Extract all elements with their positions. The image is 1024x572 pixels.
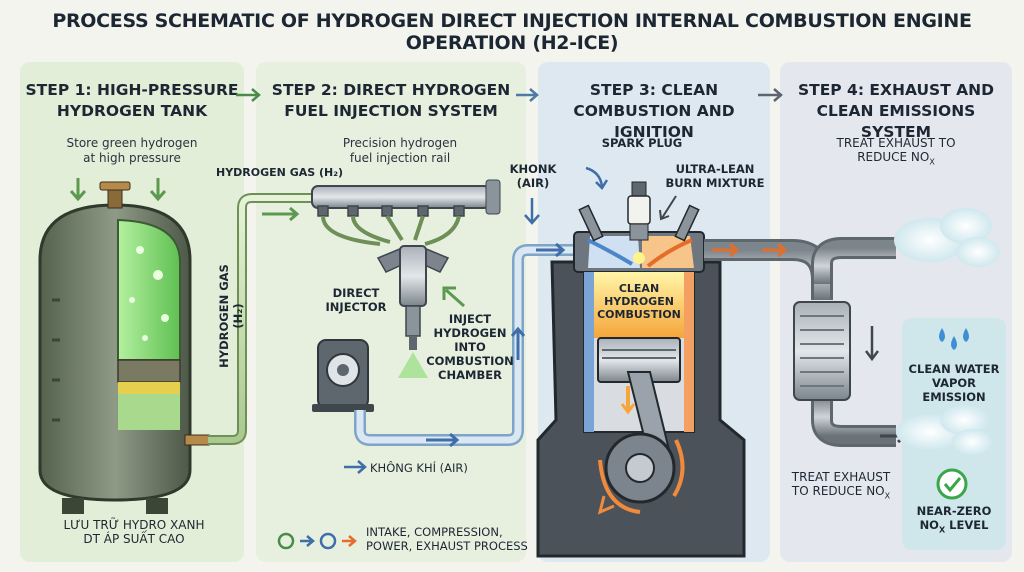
- water-drops-icon: [939, 328, 969, 350]
- spark-plug-label: SPARK PLUG: [601, 136, 683, 150]
- air-label: KHÔNG KHÍ (AIR): [370, 461, 468, 475]
- step1-heading: STEP 1: HIGH-PRESSURE HYDROGEN TANK: [20, 80, 244, 122]
- clean-water-line1: CLEAN WATER: [908, 362, 1000, 376]
- step3-heading-line1: STEP 3: CLEAN: [589, 81, 719, 99]
- step-arrow-1: [236, 88, 261, 102]
- treat-exhaust-bottom-line1: TREAT EXHAUST: [791, 470, 891, 484]
- tank-input-arrows: [69, 178, 167, 202]
- clean-combustion-line3: COMBUSTION: [597, 308, 681, 321]
- vapor-cloud-upper: [894, 208, 1000, 267]
- treat-exhaust-top-sub: X: [929, 157, 935, 167]
- step2-heading-line2: FUEL INJECTION SYSTEM: [284, 102, 498, 120]
- step3-heading: STEP 3: CLEAN COMBUSTION AND IGNITION: [538, 80, 770, 143]
- treat-exhaust-top: TREAT EXHAUST TO REDUCE NOX: [800, 136, 992, 169]
- injector-label-line2: INJECTOR: [325, 300, 387, 314]
- tank-bottom-line1: LƯU TRỮ HYDRO XANH: [63, 518, 205, 532]
- step3-heading-line2: COMBUSTION AND IGNITION: [573, 102, 735, 141]
- tank-vertical-label: HYDROGEN GAS (H₂): [217, 264, 245, 368]
- lean-mix-arrow: [659, 195, 677, 221]
- khonk-label-line2: (AIR): [516, 176, 550, 190]
- khonk-arrow: [585, 166, 609, 190]
- engine-block: [536, 231, 746, 558]
- hydrogen-supply-pipe: [208, 193, 318, 445]
- lean-mix-line1: ULTRA-LEAN: [675, 162, 755, 176]
- inject-label-line2: HYDROGEN: [433, 326, 507, 340]
- process-label-line2: POWER, EXHAUST PROCESS: [366, 539, 528, 553]
- near-zero-line2: NO: [919, 518, 939, 532]
- process-cycle-icons: [277, 532, 357, 550]
- khonk-label-line1: KHONK: [509, 162, 557, 176]
- clean-water-label: CLEAN WATER VAPOR EMISSION: [902, 362, 1006, 404]
- air-intake-pipe: [354, 242, 590, 448]
- engine-valves: [578, 204, 700, 242]
- step1-heading-line1: STEP 1: HIGH-PRESSURE: [25, 81, 239, 99]
- step2-heading-line1: STEP 2: DIRECT HYDROGEN: [271, 81, 511, 99]
- near-zero-line1: NEAR-ZERO: [916, 504, 992, 518]
- step1-heading-line2: HYDROGEN TANK: [56, 102, 208, 120]
- spark-plug: [627, 181, 651, 264]
- inject-label-line3: INTO: [454, 340, 486, 354]
- lean-mix-label: ULTRA-LEAN BURN MIXTURE: [660, 162, 770, 190]
- direct-injector: [376, 245, 450, 378]
- injector-label-line1: DIRECT: [332, 286, 380, 300]
- inject-label-line4: COMBUSTION: [426, 354, 514, 368]
- step4-heading-line2: CLEAN EMISSIONS SYSTEM: [816, 102, 976, 141]
- step-arrow-2: [516, 88, 539, 102]
- clean-combustion-label: CLEAN HYDROGEN COMBUSTION: [594, 282, 684, 321]
- hydrogen-tank: [38, 181, 210, 514]
- process-label: INTAKE, COMPRESSION, POWER, EXHAUST PROC…: [366, 525, 536, 553]
- treat-exhaust-top-line2: REDUCE NO: [857, 150, 930, 164]
- rail-note-line2: fuel injection rail: [349, 151, 451, 165]
- step2-heading: STEP 2: DIRECT HYDROGEN FUEL INJECTION S…: [256, 80, 526, 122]
- inject-label-line1: INJECT: [448, 312, 492, 326]
- clean-combustion-line2: HYDROGEN: [604, 295, 674, 308]
- treat-exhaust-bottom-line2: TO REDUCE NO: [791, 484, 885, 498]
- check-icon: [936, 468, 968, 500]
- fuel-injection-rail: [311, 179, 501, 246]
- khonk-label: KHONK (AIR): [508, 162, 558, 190]
- tank-note-line2: at high pressure: [83, 151, 181, 165]
- inject-label-line5: CHAMBER: [438, 368, 502, 382]
- step4-heading-line1: STEP 4: EXHAUST AND: [797, 81, 995, 99]
- process-label-line1: INTAKE, COMPRESSION,: [366, 525, 503, 539]
- tank-note-line1: Store green hydrogen: [66, 136, 198, 150]
- treat-exhaust-top-line1: TREAT EXHAUST TO: [836, 136, 956, 150]
- injector-label: DIRECT INJECTOR: [316, 286, 396, 314]
- inject-label: INJECT HYDROGEN INTO COMBUSTION CHAMBER: [424, 312, 516, 382]
- clean-water-line2: VAPOR EMISSION: [922, 376, 986, 404]
- exhaust-down-arrow: [865, 326, 879, 362]
- air-pump: [312, 339, 374, 412]
- page-title: PROCESS SCHEMATIC OF HYDROGEN DIRECT INJ…: [52, 10, 972, 54]
- exhaust-pipe: [704, 237, 908, 447]
- lean-mix-line2: BURN MIXTURE: [665, 176, 765, 190]
- near-zero-line3: LEVEL: [945, 518, 989, 532]
- catalytic-converter: [793, 301, 851, 401]
- treat-exhaust-bottom-sub: X: [884, 491, 891, 501]
- air-legend-arrow: [344, 460, 367, 474]
- step4-heading: STEP 4: EXHAUST AND CLEAN EMISSIONS SYST…: [780, 80, 1012, 143]
- tank-note: Store green hydrogen at high pressure: [30, 136, 234, 166]
- tank-bottom-label: LƯU TRỮ HYDRO XANH DT ÁP SUẤT CAO: [24, 518, 244, 546]
- tank-bottom-line2: DT ÁP SUẤT CAO: [83, 532, 185, 546]
- step-arrow-3: [758, 88, 783, 102]
- step2-panel: [256, 62, 526, 562]
- rail-note-line1: Precision hydrogen: [342, 136, 458, 150]
- vapor-cloud-lower: [896, 405, 992, 455]
- near-zero-label: NEAR-ZERO NOX LEVEL: [902, 504, 1006, 537]
- treat-exhaust-bottom: TREAT EXHAUST TO REDUCE NOX: [780, 470, 902, 503]
- near-zero-sub: X: [938, 525, 946, 535]
- inject-arrow: [442, 286, 465, 308]
- clean-combustion-line1: CLEAN: [618, 282, 660, 295]
- air-down-arrow: [524, 198, 540, 225]
- gas-label: HYDROGEN GAS (H₂): [216, 166, 344, 179]
- rail-note: Precision hydrogen fuel injection rail: [320, 136, 480, 166]
